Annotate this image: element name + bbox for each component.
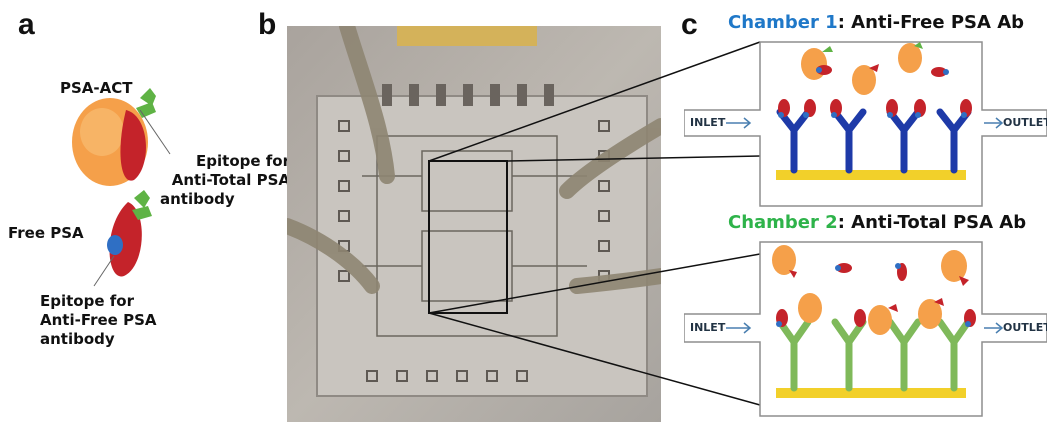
outlet-label-1: OUTLET: [1003, 116, 1047, 129]
chamber1-title: Chamber 1: Anti-Free PSA Ab: [728, 12, 1024, 33]
chamber2-diagram: [684, 238, 1047, 420]
inlet-label-2: INLET: [690, 321, 725, 334]
chamber2-title: Chamber 2: Anti-Total PSA Ab: [728, 212, 1026, 233]
inlet-label-1: INLET: [690, 116, 725, 129]
substrate-2: [776, 388, 966, 398]
substrate-1: [776, 170, 966, 180]
chamber1-prefix: Chamber 1: [728, 12, 838, 33]
chamber2-suffix: : Anti-Total PSA Ab: [838, 212, 1026, 233]
chamber2-prefix: Chamber 2: [728, 212, 838, 233]
outlet-label-2: OUTLET: [1003, 321, 1047, 334]
chamber1-suffix: : Anti-Free PSA Ab: [838, 12, 1024, 33]
chamber1-diagram: [684, 38, 1047, 210]
